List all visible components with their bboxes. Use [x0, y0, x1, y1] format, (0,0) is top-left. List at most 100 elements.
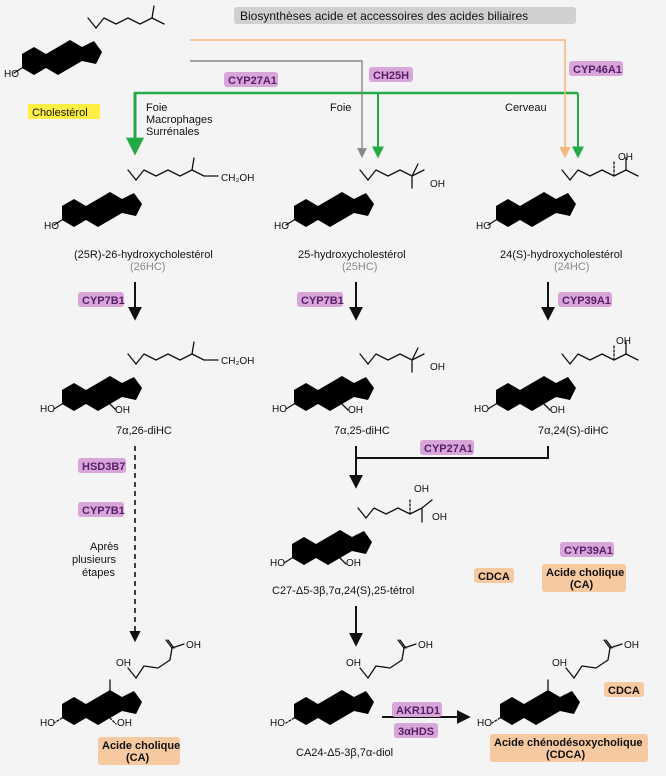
cdca-mid: CDCA [478, 571, 510, 583]
diol-name: CA24-Δ5-3β,7α-diol [296, 747, 393, 759]
enzyme-cyp7b1-a-badge [78, 292, 124, 307]
enzyme-cyp39a1-badge [558, 292, 612, 307]
hc24-abbr: (24HC) [554, 261, 589, 273]
ca-left-oh12: OH [116, 658, 131, 669]
cdca-tag-badge [604, 682, 644, 697]
diol-oh-acid: OH [418, 640, 433, 651]
enzyme-cyp27a1-badge [224, 72, 278, 87]
hc24-structure [487, 157, 639, 229]
hc25-structure [285, 163, 425, 229]
hc26-ch2oh: CH₂OH [221, 173, 254, 184]
cdca-oh-acid: OH [624, 640, 639, 651]
di25-structure [285, 347, 425, 413]
tetrol-ho: HO [270, 558, 285, 569]
ca-mid-2: (CA) [570, 579, 594, 591]
ca-left-oh7: OH [117, 718, 132, 729]
enzyme-cyp39a1-b: CYP39A1 [564, 545, 613, 557]
cholesterol-structure [13, 5, 165, 77]
page-title: Biosynthèses acide et accessoires des ac… [240, 9, 528, 23]
enzyme-akr1d1-badge [392, 702, 442, 717]
tetrol-oh24: OH [414, 484, 429, 495]
enzyme-cyp27a1-b-badge [420, 440, 474, 455]
cholesterol-label: Cholestérol [32, 107, 88, 119]
cdca-final-badge [490, 734, 648, 762]
ca-left-badge [98, 737, 180, 765]
di24-structure [487, 341, 639, 413]
di26-name: 7α,26-diHC [116, 425, 172, 437]
ca-mid-badge [542, 564, 626, 592]
di25-name: 7α,25-diHC [334, 425, 390, 437]
hc25-oh: OH [430, 179, 445, 190]
ca-mid-1: Acide cholique [546, 567, 624, 579]
enzyme-hsd3b7: HSD3B7 [82, 461, 125, 473]
di25-oh25: OH [430, 362, 445, 373]
enzyme-cyp27a1-b: CYP27A1 [424, 443, 473, 455]
cdca-ho: HO [477, 718, 492, 729]
hc25-ho: HO [274, 221, 289, 232]
cdca-final-2: (CDCA) [546, 749, 585, 761]
hc24-name: 24(S)-hydroxycholestérol [500, 249, 622, 261]
tetrol-name: C27-Δ5-3β,7α,24(S),25-tétrol [272, 585, 414, 597]
di24-name: 7α,24(S)-diHC [538, 425, 609, 437]
di24-oh24: OH [616, 336, 631, 347]
hc26-ho: HO [44, 221, 59, 232]
enzyme-cyp7b1-b: CYP7B1 [301, 295, 344, 307]
tissue-macrophages: Macrophages [146, 114, 213, 126]
hc24-oh: OH [618, 152, 633, 163]
cdca-tag: CDCA [608, 685, 640, 697]
diol-oh12: OH [346, 658, 361, 669]
enzyme-cyp7b1-c-badge [78, 502, 124, 517]
enzyme-ch25h-badge [369, 67, 413, 82]
arrow-di24-merge [356, 446, 549, 459]
enzyme-ch25h: CH25H [373, 70, 409, 82]
ca-left-oh-acid: OH [186, 640, 201, 651]
orange-arrow [190, 39, 571, 159]
hc25-abbr: (25HC) [342, 261, 377, 273]
cdca-oh12: OH [552, 658, 567, 669]
cdca-final-1: Acide chénodésoxycholique [494, 737, 643, 749]
enzyme-cyp39a1: CYP39A1 [562, 295, 611, 307]
enzyme-cyp46a1: CYP46A1 [573, 64, 622, 76]
hc26-name: (25R)-26-hydroxycholestérol [74, 249, 213, 261]
hc24-ho: HO [476, 221, 491, 232]
di26-ho: HO [40, 404, 55, 415]
enzyme-cyp46a1-badge [569, 61, 623, 76]
diol-structure [285, 639, 417, 727]
di24-ho: HO [474, 404, 489, 415]
di26-structure [53, 341, 219, 413]
enzyme-cyp7b1-b-badge [297, 292, 343, 307]
di25-oh7: OH [348, 405, 363, 416]
enzyme-3ahds-badge [394, 723, 438, 738]
tissue-liver-1: Foie [146, 102, 167, 114]
di24-oh7: OH [550, 405, 565, 416]
steps-note-3: étapes [82, 567, 116, 579]
cholesterol-ho: HO [4, 69, 19, 80]
tetrol-structure [283, 499, 433, 567]
enzyme-cyp27a1: CYP27A1 [228, 75, 277, 87]
di25-ho: HO [272, 404, 287, 415]
enzyme-cyp7b1-c: CYP7B1 [82, 505, 125, 517]
cdca-mid-badge [474, 568, 514, 583]
tissue-brain: Cerveau [505, 102, 547, 114]
enzyme-cyp39a1-b-badge [560, 542, 614, 557]
enzyme-hsd3b7-badge [78, 458, 126, 473]
tissue-adrenals: Surrénales [146, 126, 200, 138]
diol-ho: HO [270, 718, 285, 729]
steps-note-2: plusieurs [72, 554, 117, 566]
steps-note-bg [70, 538, 128, 582]
di26-ch2oh: CH₂OH [221, 356, 254, 367]
enzyme-3ahds: 3αHDS [398, 726, 434, 738]
hc26-structure [53, 157, 219, 229]
tissue-liver-2: Foie [330, 102, 351, 114]
cholesterol-highlight [28, 104, 100, 119]
di26-oh7: OH [115, 405, 130, 416]
enzyme-cyp7b1-a: CYP7B1 [82, 295, 125, 307]
hc25-name: 25-hydroxycholestérol [298, 249, 406, 261]
ca-left-ho: HO [40, 718, 55, 729]
tetrol-oh7: OH [346, 558, 361, 569]
hc26-abbr: (26HC) [130, 261, 165, 273]
enzyme-akr1d1: AKR1D1 [396, 705, 440, 717]
steps-note-1: Après [90, 541, 119, 553]
ca-left-structure [53, 639, 185, 725]
